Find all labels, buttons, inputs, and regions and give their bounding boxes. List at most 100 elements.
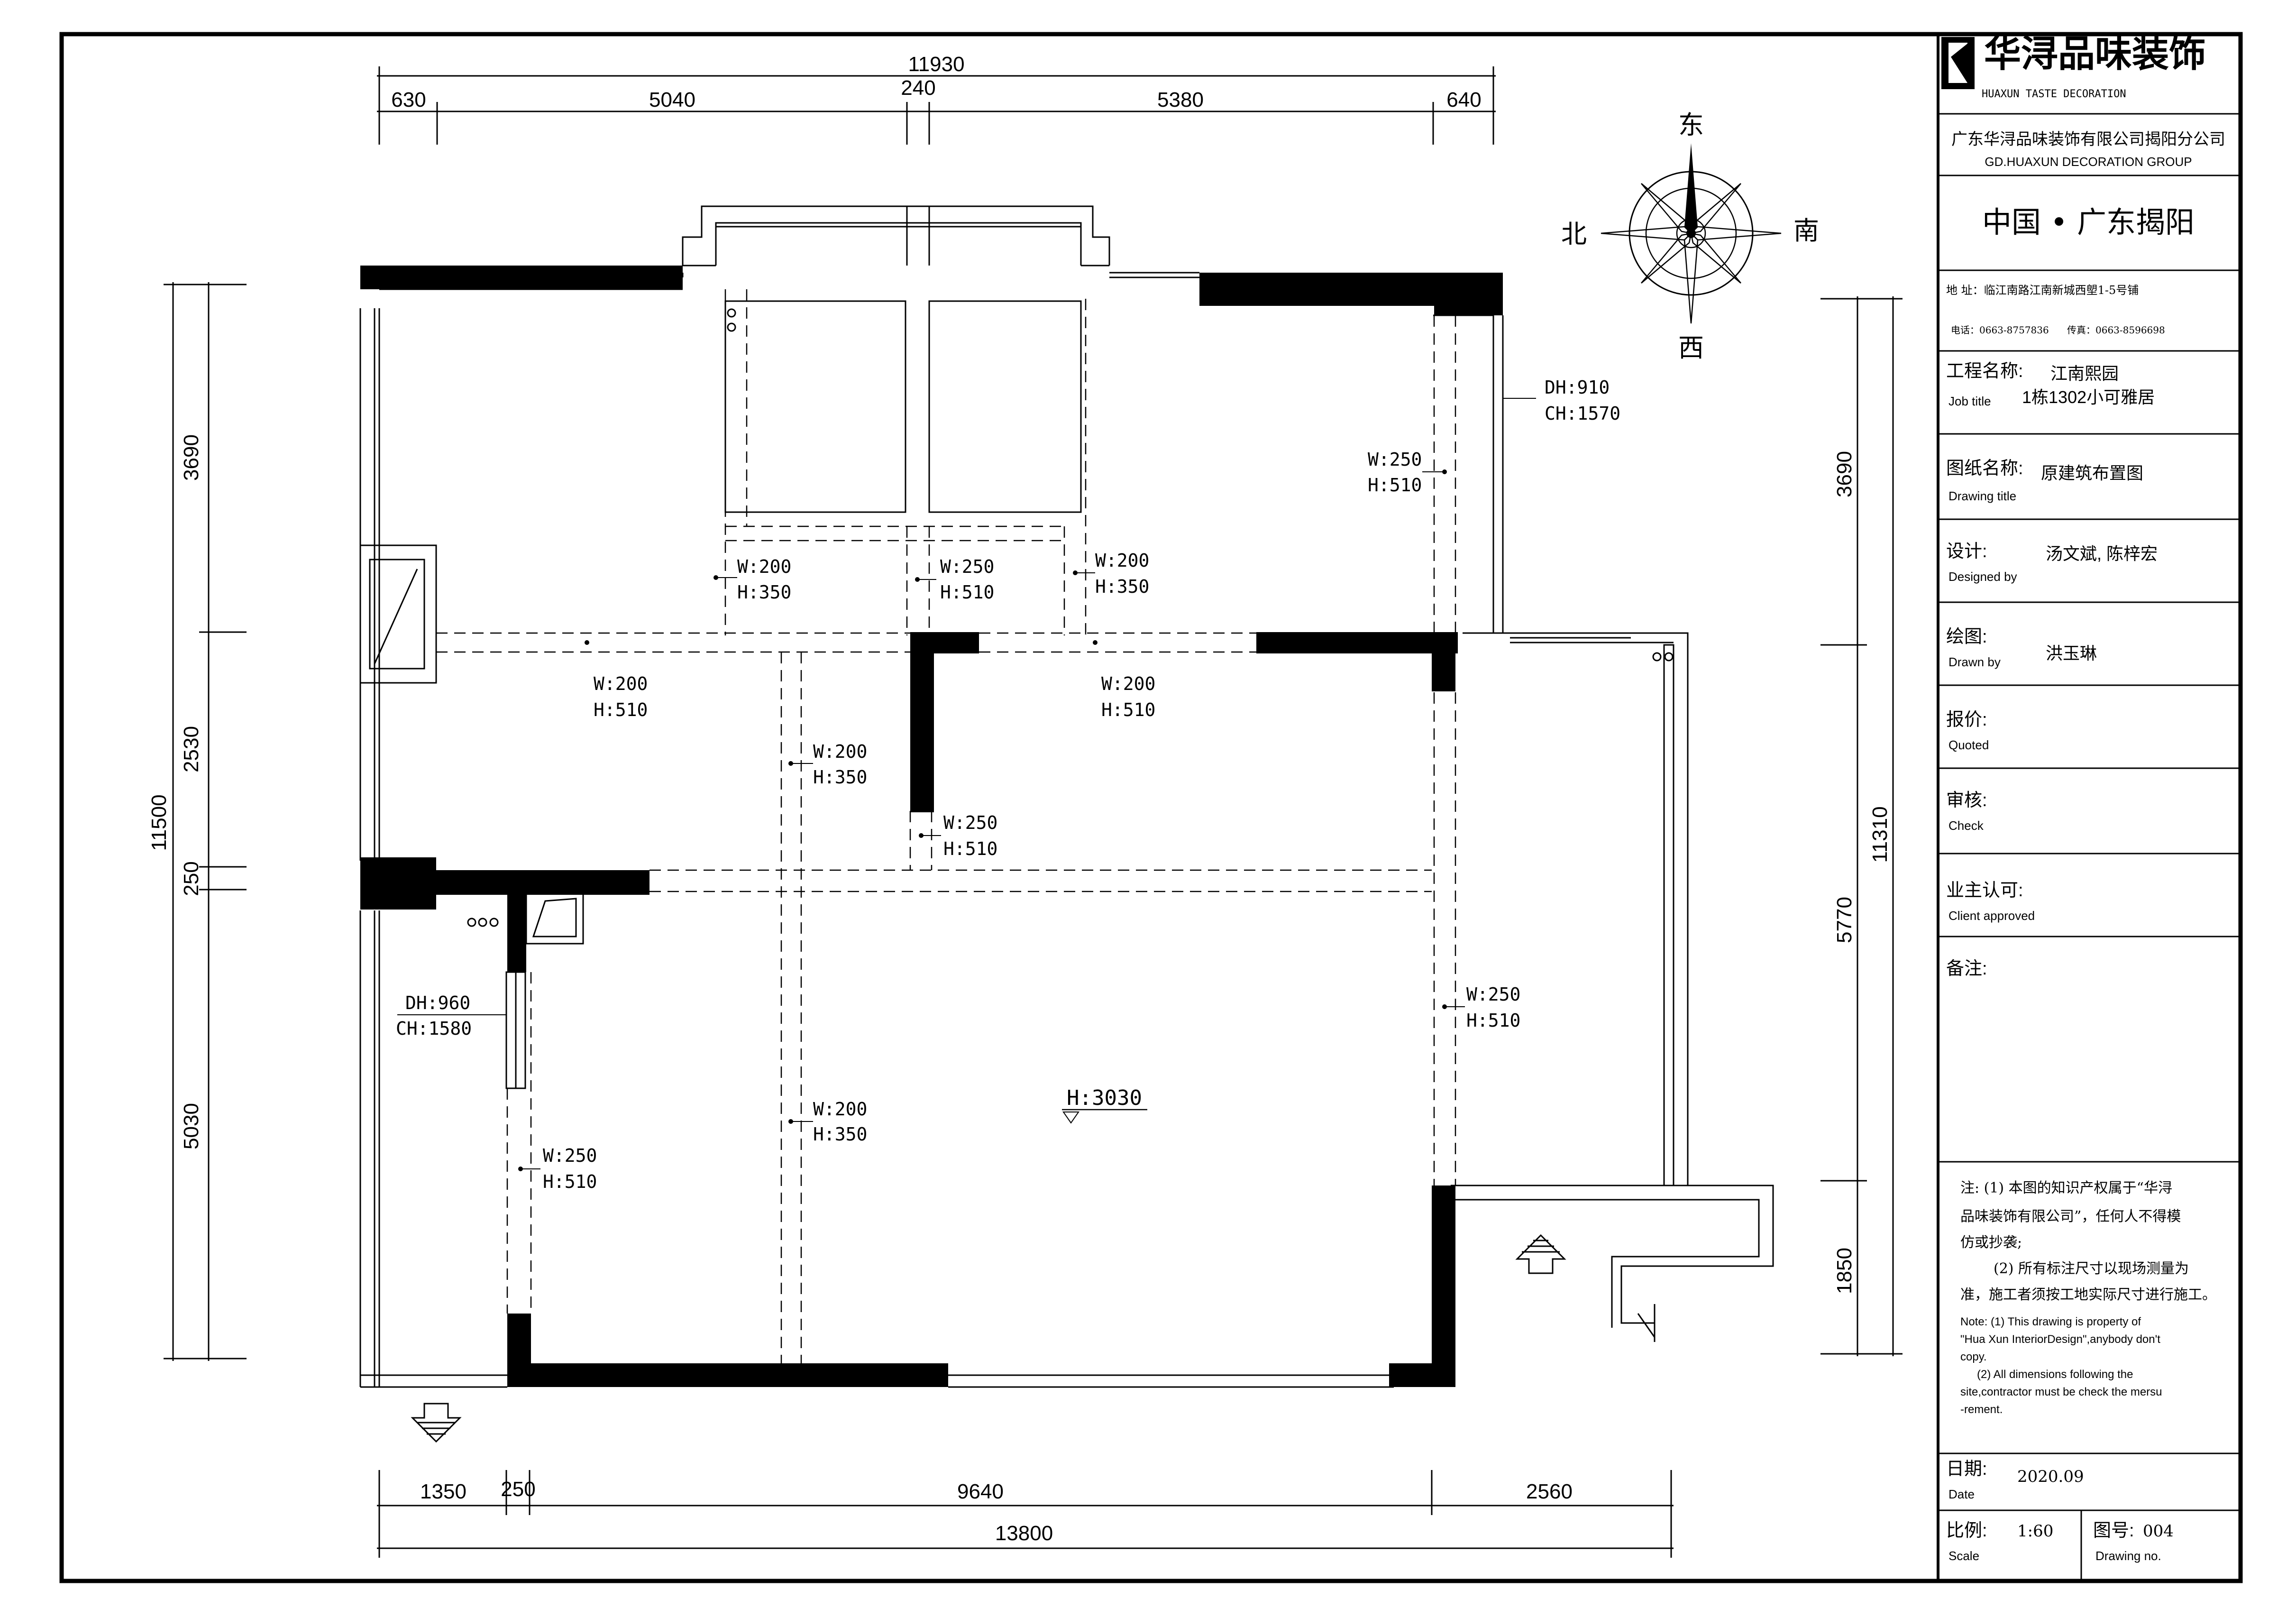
- beam-label-w: W:250: [543, 1145, 597, 1166]
- logo-cn: 华浔品味装饰: [1984, 33, 2206, 74]
- fax: 传真：0663-8596698: [2067, 324, 2165, 336]
- beam-label-w: W:250: [943, 812, 997, 833]
- right-dimensions: [1820, 296, 1903, 1356]
- note-en: "Hua Xun InteriorDesign",anybody don't: [1960, 1333, 2160, 1346]
- beam-label-w: W:200: [1095, 550, 1149, 571]
- top-dimensions: [377, 66, 1496, 145]
- logo-en: HUAXUN TASTE DECORATION: [1982, 88, 2126, 100]
- design-label-cn: 设计:: [1946, 542, 1987, 561]
- drawing-value: 原建筑布置图: [2041, 463, 2143, 483]
- compass-north-label: 北: [1561, 220, 1587, 248]
- note-en: (2) All dimensions following the: [1977, 1368, 2133, 1381]
- phone: 电话：0663-8757836: [1951, 324, 2049, 336]
- project-label-en: Job title: [1948, 394, 1991, 408]
- address: 地 址：临江南路江南新城西塱1-5号铺: [1946, 284, 2139, 297]
- check-label-cn: 审核:: [1946, 790, 1987, 810]
- window-dh-label: DH:910: [1545, 377, 1610, 398]
- dim-top-total: 11930: [908, 53, 964, 76]
- note-cn: 注: (1) 本图的知识产权属于“华浔: [1960, 1180, 2172, 1196]
- note-cn: 品味装饰有限公司”，任何人不得模: [1960, 1208, 2181, 1225]
- dim-right-2: 5770: [1833, 897, 1856, 943]
- quoted-label-en: Quoted: [1948, 738, 1989, 752]
- company-logo-icon: [1941, 37, 1975, 89]
- entry-arrow-icon: [411, 1403, 462, 1443]
- check-label-en: Check: [1948, 818, 1984, 833]
- project-label-cn: 工程名称:: [1946, 361, 2023, 381]
- compass-west-label: 西: [1678, 334, 1704, 362]
- beam-label-w: W:200: [813, 741, 867, 762]
- beam-label-w: W:200: [594, 673, 648, 694]
- beam-label-h: H:510: [1101, 699, 1155, 720]
- compass-south-label: 南: [1793, 217, 1819, 245]
- note-en: Note: (1) This drawing is property of: [1960, 1315, 2141, 1328]
- balcony-arrow-icon: [1515, 1234, 1566, 1274]
- beam-label-w: W:200: [1101, 673, 1155, 694]
- dim-left-3: 250: [180, 861, 203, 896]
- window-ch-label: CH:1580: [396, 1018, 472, 1039]
- note-en: copy.: [1960, 1351, 1987, 1363]
- drawn-value: 洪玉琳: [2046, 643, 2097, 663]
- drawing-no-value: 004: [2143, 1522, 2174, 1541]
- dim-bottom-1: 1350: [420, 1480, 467, 1503]
- dim-bottom-3: 9640: [957, 1480, 1004, 1503]
- beam-label-h: H:510: [1368, 475, 1422, 496]
- beam-label-h: H:510: [543, 1171, 597, 1192]
- date-label-cn: 日期:: [1946, 1459, 1987, 1479]
- fixtures: [467, 308, 1674, 927]
- dim-left-4: 5030: [180, 1103, 203, 1149]
- project-value: 江南熙园: [2050, 364, 2119, 383]
- beam-label-w: W:200: [737, 556, 791, 577]
- note-cn: 准，施工者须按工地实际尺寸进行施工。: [1960, 1286, 2216, 1303]
- scale-label-cn: 比例:: [1946, 1521, 1987, 1541]
- beam-label-h: H:350: [813, 767, 867, 788]
- window-ch-label: CH:1570: [1545, 403, 1620, 424]
- drawing-label-en: Drawing title: [1948, 489, 2016, 503]
- compass-rose-icon: [1601, 143, 1782, 324]
- note-cn: 仿或抄袭;: [1960, 1234, 2022, 1251]
- window-dh-label: DH:960: [405, 992, 470, 1013]
- note-en: -rement.: [1960, 1403, 2003, 1416]
- drawn-label-cn: 绘图:: [1946, 627, 1987, 647]
- drawn-label-en: Drawn by: [1948, 655, 2001, 669]
- dim-top-3: 240: [901, 76, 935, 100]
- dim-bottom-4: 2560: [1526, 1480, 1573, 1503]
- client-label-en: Client approved: [1948, 909, 2035, 923]
- level-marker-icon: [1062, 1112, 1079, 1124]
- date-label-en: Date: [1948, 1487, 1975, 1501]
- drawing-label-cn: 图纸名称:: [1946, 459, 2023, 478]
- design-value: 汤文斌, 陈梓宏: [2046, 544, 2158, 563]
- dim-right-3: 1850: [1833, 1248, 1856, 1294]
- bottom-dimensions: [377, 1470, 1674, 1558]
- beam-label-h: H:350: [813, 1124, 867, 1145]
- beam-label-h: H:350: [1095, 576, 1149, 597]
- company-cn: 广东华浔品味装饰有限公司揭阳分公司: [1951, 130, 2225, 148]
- beam-label-w: W:200: [813, 1099, 867, 1120]
- beam-markers: [518, 469, 1465, 1171]
- ceiling-height-label: H:3030: [1067, 1086, 1142, 1110]
- beam-label-w: W:250: [1466, 984, 1520, 1005]
- quoted-label-cn: 报价:: [1946, 710, 1987, 730]
- beam-label-h: H:510: [594, 699, 648, 720]
- drawing-no-label-en: Drawing no.: [2095, 1549, 2161, 1563]
- beam-label-h: H:510: [1466, 1010, 1520, 1031]
- dim-top-4: 5380: [1157, 88, 1204, 111]
- cabinet-right: [928, 300, 1082, 513]
- date-value: 2020.09: [2017, 1467, 2084, 1486]
- beam-label-w: W:250: [940, 556, 994, 577]
- compass-east-label: 东: [1678, 111, 1704, 139]
- thin-walls: [359, 205, 1774, 1388]
- company-en: GD.HUAXUN DECORATION GROUP: [1985, 155, 2192, 169]
- dim-top-5: 640: [1446, 88, 1481, 111]
- dim-right-total: 11310: [1868, 806, 1892, 863]
- beam-label-h: H:510: [940, 582, 994, 603]
- dim-bottom-2: 250: [501, 1478, 535, 1501]
- note-cn: (2) 所有标注尺寸以现场测量为: [1994, 1260, 2189, 1277]
- dim-top-1: 630: [391, 88, 426, 111]
- drawing-no-label-cn: 图号:: [2093, 1521, 2134, 1541]
- client-label-cn: 业主认可:: [1946, 881, 2023, 900]
- dim-left-1: 3690: [180, 434, 203, 481]
- solid-walls: [360, 266, 1503, 1387]
- beam-label-w: W:250: [1368, 449, 1422, 470]
- dim-top-2: 5040: [649, 88, 695, 111]
